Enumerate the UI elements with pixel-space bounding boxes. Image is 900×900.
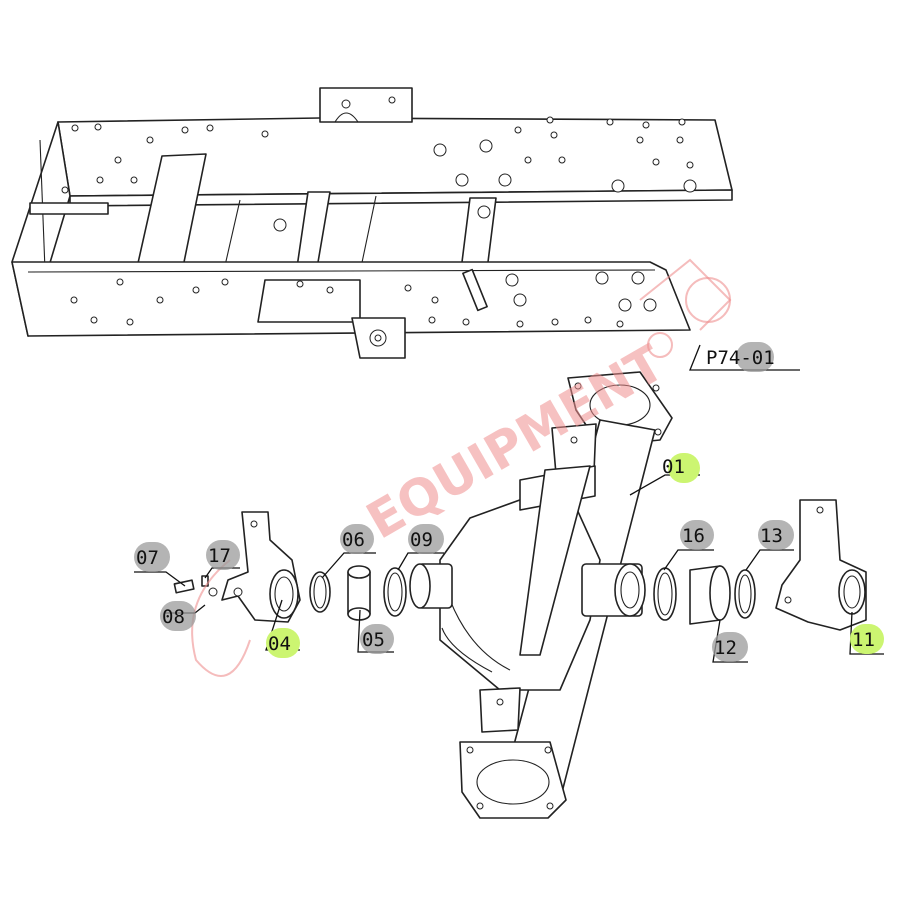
callout-09: 09 bbox=[408, 524, 444, 554]
callout-04: 04 bbox=[266, 628, 300, 658]
callout-12: 12 bbox=[712, 632, 748, 662]
callout-13: 13 bbox=[758, 520, 794, 550]
callout-16: 16 bbox=[680, 520, 714, 550]
callout-07: 07 bbox=[134, 542, 170, 572]
callout-01-label: 01 bbox=[662, 456, 685, 478]
callout-08: 08 bbox=[160, 601, 196, 631]
callout-04-label: 04 bbox=[268, 633, 291, 655]
callout-09-label: 09 bbox=[410, 529, 433, 551]
callout-11-label: 11 bbox=[852, 629, 875, 651]
callout-05-label: 05 bbox=[362, 629, 385, 651]
small-fittings bbox=[201, 575, 218, 597]
callout-05: 05 bbox=[360, 624, 394, 654]
callout-08-label: 08 bbox=[162, 606, 185, 628]
right-support-bracket bbox=[775, 499, 867, 631]
bushings-seals-right bbox=[653, 565, 756, 625]
frame-holes bbox=[61, 116, 697, 328]
callout-01: 01 bbox=[662, 453, 700, 483]
callout-06-label: 06 bbox=[342, 529, 365, 551]
callout-12-label: 12 bbox=[714, 637, 737, 659]
callout-frame: P74-01 bbox=[706, 342, 775, 372]
bushings-seals-left bbox=[309, 565, 407, 621]
callout-07-label: 07 bbox=[136, 547, 159, 569]
callout-17: 17 bbox=[206, 540, 240, 570]
callout-06: 06 bbox=[340, 524, 374, 554]
callout-13-label: 13 bbox=[760, 525, 783, 547]
axle-housing bbox=[409, 371, 673, 819]
callout-17-label: 17 bbox=[208, 545, 231, 567]
callout-16-label: 16 bbox=[682, 525, 705, 547]
callout-frame-label: P74-01 bbox=[706, 347, 775, 369]
chassis-frame bbox=[11, 87, 733, 359]
callout-11: 11 bbox=[850, 624, 884, 654]
pin bbox=[173, 579, 195, 594]
left-support-bracket bbox=[221, 511, 301, 623]
